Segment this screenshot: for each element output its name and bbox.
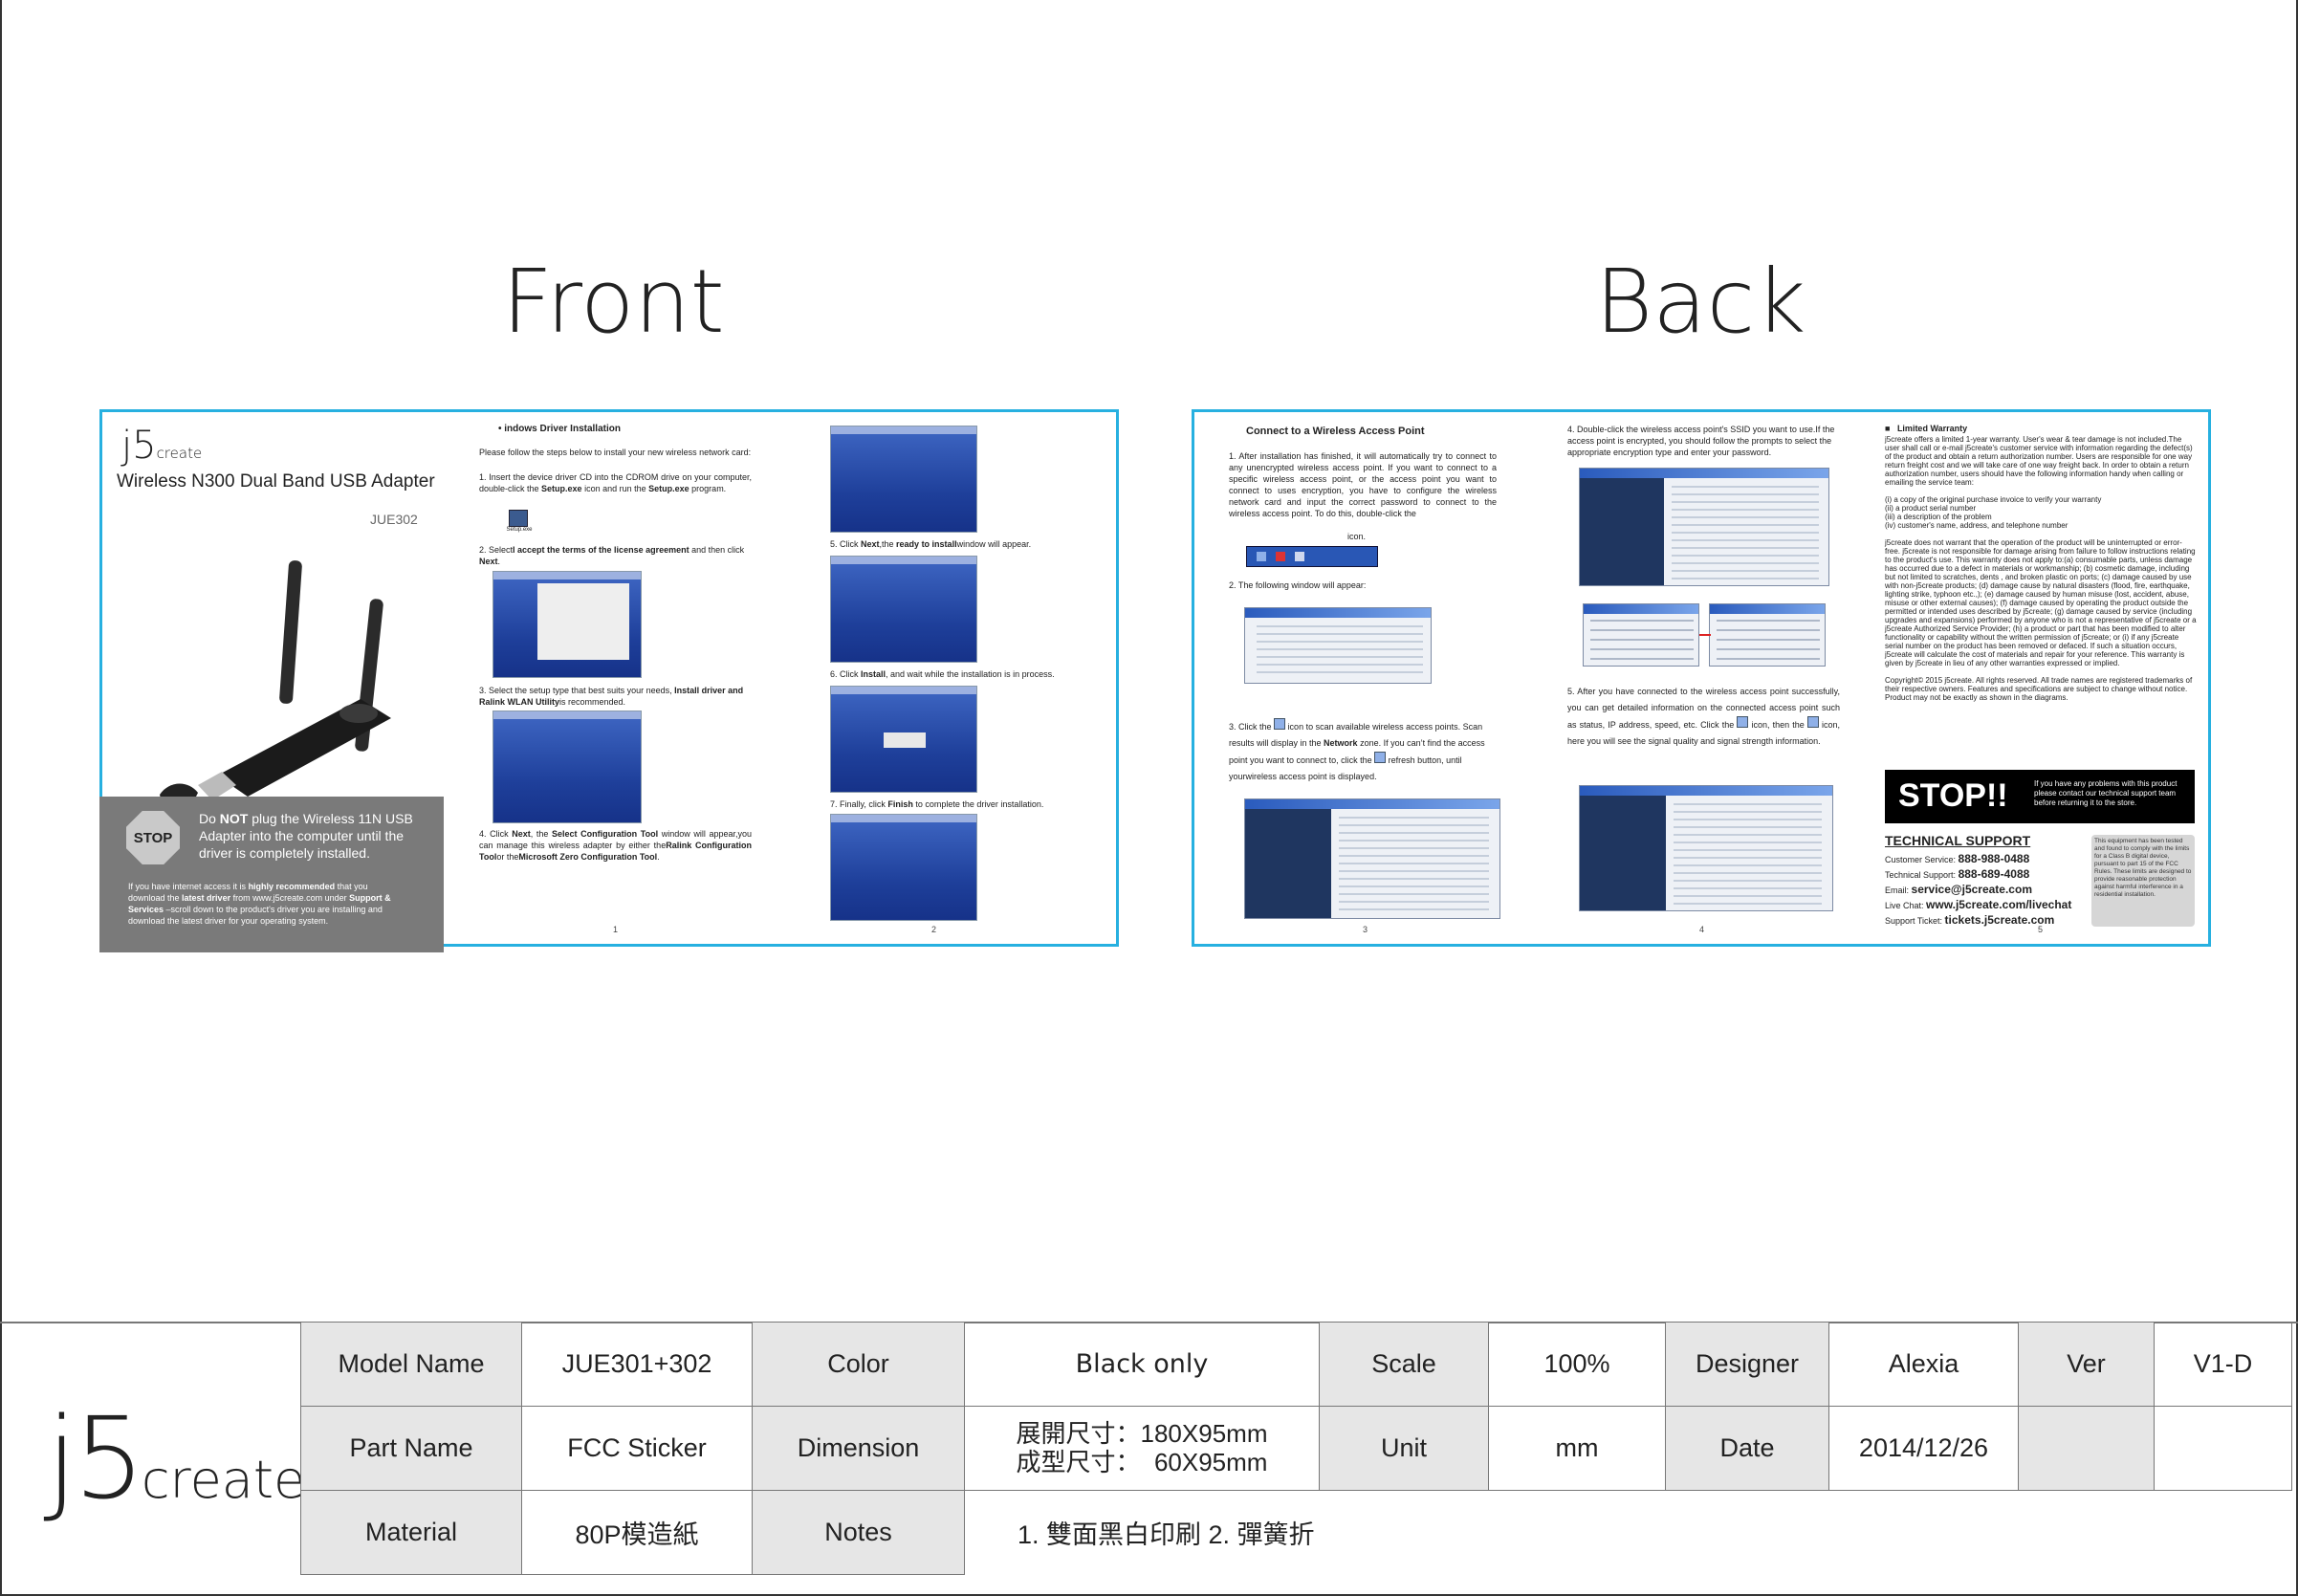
empty-value-cell bbox=[2154, 1406, 2292, 1491]
brand-logo: j5create bbox=[121, 424, 203, 468]
stop-sign-icon: STOP bbox=[126, 811, 180, 864]
install-step-1: 1. Insert the device driver CD into the … bbox=[479, 472, 752, 493]
tech-support-contacts: Customer Service: 888-988-0488 Technical… bbox=[1885, 852, 2072, 927]
fcc-note: This equipment has been tested and found… bbox=[2091, 835, 2195, 927]
ver-label: Ver bbox=[2018, 1322, 2155, 1407]
back-panel: Connect to a Wireless Access Point 1. Af… bbox=[1192, 409, 2211, 947]
back-title: Back bbox=[1595, 251, 1806, 353]
install-step-5: 5. Click Next,the ready to installwindow… bbox=[830, 539, 1032, 549]
ssid-screenshot bbox=[1579, 468, 1829, 586]
stop-download-note: If you have internet access it is highly… bbox=[128, 882, 391, 926]
page-number-2: 2 bbox=[931, 925, 937, 934]
warranty-heading: ■ Limited Warranty bbox=[1885, 424, 1968, 433]
page-number-5: 5 bbox=[2038, 925, 2044, 934]
warranty-text: j5create offers a limited 1-year warrant… bbox=[1885, 435, 2197, 702]
refresh-icon bbox=[1374, 752, 1387, 763]
material-value: 80P模造紙 bbox=[521, 1490, 753, 1575]
ralink-window-screenshot bbox=[1244, 607, 1432, 684]
setup-type-screenshot bbox=[492, 711, 642, 823]
ralink-tray-icon bbox=[1246, 546, 1378, 567]
page-number-3: 3 bbox=[1363, 925, 1368, 934]
connect-column-2: 4. Double-click the wireless access poin… bbox=[1567, 412, 1845, 944]
model-name-label: Model Name bbox=[300, 1322, 522, 1407]
install-column-1: • indows Driver Installation Please foll… bbox=[479, 412, 756, 944]
part-name-value: FCC Sticker bbox=[521, 1406, 753, 1491]
front-title: Front bbox=[502, 251, 725, 353]
welcome-screenshot bbox=[830, 426, 977, 533]
dimension-label: Dimension bbox=[752, 1406, 965, 1491]
install-column-2: 5. Click Next,the ready to installwindow… bbox=[815, 412, 1121, 944]
ver-value: V1-D bbox=[2154, 1322, 2292, 1407]
notes-value: 1. 雙面黑白印刷 2. 彈簧折 bbox=[964, 1490, 2292, 1575]
model-number: JUE302 bbox=[370, 512, 418, 527]
scan-results-screenshot bbox=[1244, 798, 1500, 919]
connect-step-5: 5. After you have connected to the wirel… bbox=[1567, 687, 1840, 746]
connect-heading: Connect to a Wireless Access Point bbox=[1246, 426, 1425, 437]
stop-banner-note: If you have any problems with this produ… bbox=[2034, 779, 2178, 807]
license-screenshot bbox=[492, 571, 642, 678]
tech-support-title: TECHNICAL SUPPORT bbox=[1885, 833, 2031, 848]
model-name-value: JUE301+302 bbox=[521, 1322, 753, 1407]
spec-table: Model Name JUE301+302 Color Black only S… bbox=[300, 1322, 2292, 1575]
page-number-1: 1 bbox=[613, 925, 619, 934]
status-screenshot bbox=[1579, 785, 1833, 911]
connect-step-1-end: icon. bbox=[1347, 532, 1367, 541]
table-row: Part Name FCC Sticker Dimension 展開尺寸：180… bbox=[300, 1406, 2292, 1491]
finish-screenshot bbox=[830, 814, 977, 921]
connect-step-3: 3. Click the icon to scan available wire… bbox=[1229, 718, 1497, 785]
footer-logo: j5create bbox=[46, 1392, 306, 1524]
encryption-dialog-2 bbox=[1709, 603, 1826, 667]
part-name-label: Part Name bbox=[300, 1406, 522, 1491]
encryption-dialog-1 bbox=[1583, 603, 1699, 667]
stop-warning-box: STOP Do NOT plug the Wireless 11N USB Ad… bbox=[99, 797, 444, 952]
scale-value: 100% bbox=[1488, 1322, 1666, 1407]
setup-exe-icon: Setup.exe bbox=[504, 510, 535, 538]
connect-step-4: 4. Double-click the wireless access poin… bbox=[1567, 425, 1835, 457]
date-value: 2014/12/26 bbox=[1828, 1406, 2019, 1491]
scan-icon bbox=[1274, 718, 1286, 730]
arrow-connector bbox=[1699, 634, 1711, 636]
cover-column: j5create Wireless N300 Dual Band USB Ada… bbox=[99, 412, 473, 952]
install-step-4: 4. Click Next, the Select Configuration … bbox=[479, 829, 752, 862]
product-name: Wireless N300 Dual Band USB Adapter bbox=[117, 471, 435, 492]
material-label: Material bbox=[300, 1490, 522, 1575]
designer-value: Alexia bbox=[1828, 1322, 2019, 1407]
install-step-2: 2. SelectI accept the terms of the licen… bbox=[479, 545, 745, 566]
page-number-4: 4 bbox=[1699, 925, 1705, 934]
install-step-6: 6. Click Install, and wait while the ins… bbox=[830, 669, 1055, 679]
date-label: Date bbox=[1665, 1406, 1829, 1491]
install-intro: Please follow the steps below to install… bbox=[479, 448, 752, 457]
color-value: Black only bbox=[964, 1322, 1320, 1407]
front-panel: j5create Wireless N300 Dual Band USB Ada… bbox=[99, 409, 1121, 952]
install-heading: • indows Driver Installation bbox=[498, 424, 621, 434]
connect-column-1: Connect to a Wireless Access Point 1. Af… bbox=[1229, 412, 1506, 944]
status-icon bbox=[1737, 716, 1749, 728]
table-row: Material 80P模造紙 Notes 1. 雙面黑白印刷 2. 彈簧折 bbox=[300, 1490, 2292, 1575]
unit-value: mm bbox=[1488, 1406, 1666, 1491]
warranty-column: ■ Limited Warranty j5create offers a lim… bbox=[1885, 412, 2199, 944]
ready-screenshot bbox=[830, 556, 977, 663]
install-step-7: 7. Finally, click Finish to complete the… bbox=[830, 799, 1044, 809]
empty-label-cell bbox=[2018, 1406, 2155, 1491]
stop-banner-title: STOP!! bbox=[1898, 777, 2008, 814]
install-step-3: 3. Select the setup type that best suits… bbox=[479, 686, 744, 707]
stop-banner: STOP!! If you have any problems with thi… bbox=[1885, 770, 2195, 823]
notes-label: Notes bbox=[752, 1490, 965, 1575]
installing-screenshot bbox=[830, 686, 977, 793]
usb-adapter-icon bbox=[160, 560, 391, 802]
signal-icon bbox=[1806, 716, 1819, 728]
unit-label: Unit bbox=[1319, 1406, 1489, 1491]
designer-label: Designer bbox=[1665, 1322, 1829, 1407]
color-label: Color bbox=[752, 1322, 965, 1407]
connect-step-2: 2. The following window will appear: bbox=[1229, 580, 1367, 590]
scale-label: Scale bbox=[1319, 1322, 1489, 1407]
stop-message: Do NOT plug the Wireless 11N USB Adapter… bbox=[199, 811, 413, 861]
connect-step-1: 1. After installation has finished, it w… bbox=[1229, 451, 1497, 518]
table-row: Model Name JUE301+302 Color Black only S… bbox=[300, 1322, 2292, 1407]
